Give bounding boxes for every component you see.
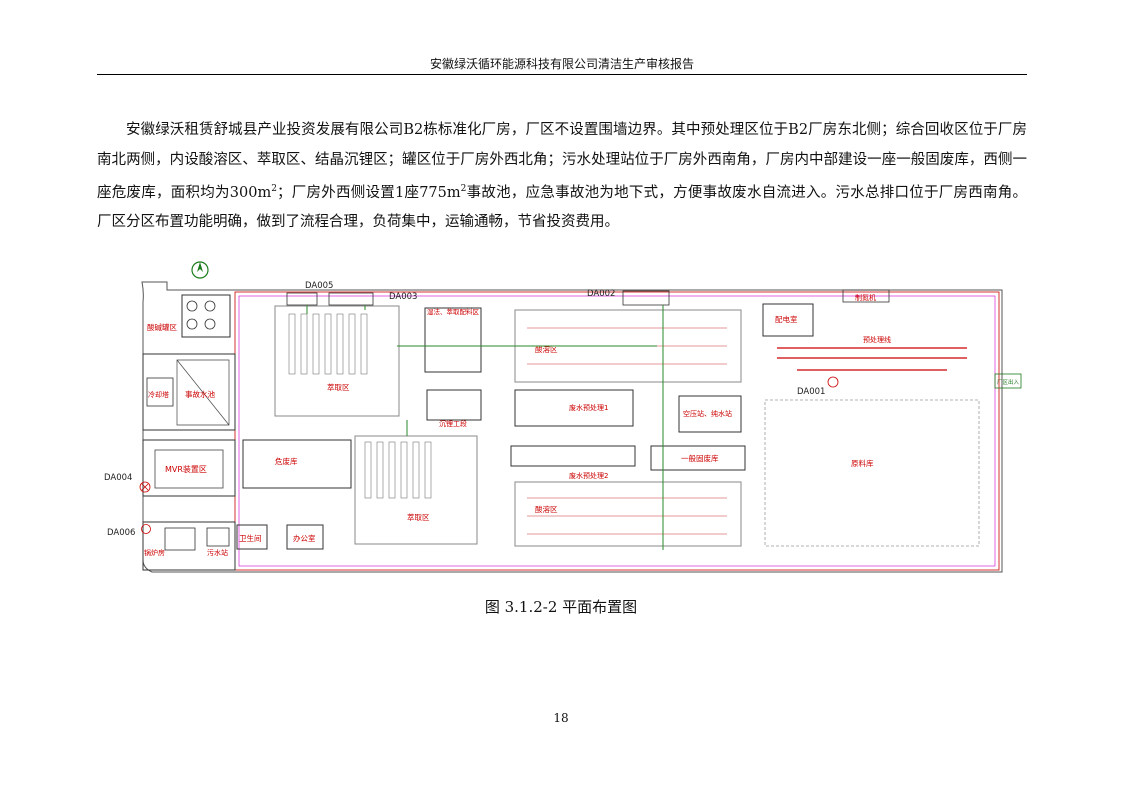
superscript-1: 2 — [271, 184, 277, 194]
da006-label: DA006 — [107, 528, 135, 538]
sewage-label: 污水站 — [207, 548, 228, 557]
raw-store-label: 原料库 — [851, 458, 874, 468]
hazwaste-label: 危废库 — [275, 456, 298, 466]
wet-room-label: 湿法、萃取配料区 — [427, 307, 480, 316]
floor-plan-drawing: 酸碱罐区 冷却塔 事故水池 MVR装置区 DA004 锅炉房 污水站 DA006… — [104, 261, 1022, 573]
page-number: 18 — [553, 711, 569, 725]
running-header: 安徽绿沃循环能源科技有限公司清洁生产审核报告 — [429, 57, 694, 71]
waste-pre1-label: 废水预处理1 — [569, 403, 608, 412]
mvr-label: MVR装置区 — [165, 464, 207, 474]
toilet-label: 卫生间 — [239, 533, 262, 543]
body-paragraph: 安徽绿沃租赁舒城县产业投资发展有限公司B2栋标准化厂房，厂区不设置围墙边界。其中… — [97, 116, 1027, 238]
cooling-tower-label: 冷却塔 — [148, 390, 169, 399]
air-water-label: 空压站、纯水站 — [683, 409, 732, 418]
superscript-2: 2 — [460, 184, 467, 194]
da005-label: DA005 — [305, 281, 333, 291]
header-rule — [97, 74, 1027, 75]
general-waste-label: 一般固废库 — [681, 453, 719, 463]
power-room-label: 配电室 — [775, 314, 798, 324]
paragraph-text-3: 事故池，应急事故池为地下式，方便事故废水自流进入。污水总排口位于厂房西南角。厂区… — [97, 184, 1027, 231]
nitrogen-label: 制氮机 — [855, 293, 876, 302]
figure-caption: 图 3.1.2-2 平面布置图 — [484, 598, 638, 616]
da002-label: DA002 — [587, 289, 615, 299]
acid-tank-label: 酸碱罐区 — [147, 322, 177, 332]
da003-label: DA003 — [389, 292, 417, 302]
da004-label: DA004 — [104, 473, 132, 483]
acid-north-label: 酸溶区 — [535, 344, 558, 354]
waste-pre2-label: 废水预处理2 — [569, 471, 608, 480]
da001-label: DA001 — [797, 387, 825, 397]
lithium-label: 沉锂工段 — [439, 419, 467, 428]
pretreat-line-label: 预处理线 — [863, 335, 891, 344]
accident-pool-label: 事故水池 — [185, 389, 215, 399]
office-label: 办公室 — [293, 533, 316, 543]
boiler-label: 锅炉房 — [144, 548, 165, 557]
extraction-north-label: 萃取区 — [327, 382, 350, 392]
paragraph-text-2: ；厂房外西侧设置1座775m — [276, 184, 461, 201]
paragraph-text-1: 安徽绿沃租赁舒城县产业投资发展有限公司B2栋标准化厂房，厂区不设置围墙边界。其中… — [97, 122, 1027, 201]
acid-south-label: 酸溶区 — [535, 504, 558, 514]
extraction-south-label: 萃取区 — [407, 512, 430, 522]
gate-label: 厂区出入 — [997, 378, 1020, 386]
